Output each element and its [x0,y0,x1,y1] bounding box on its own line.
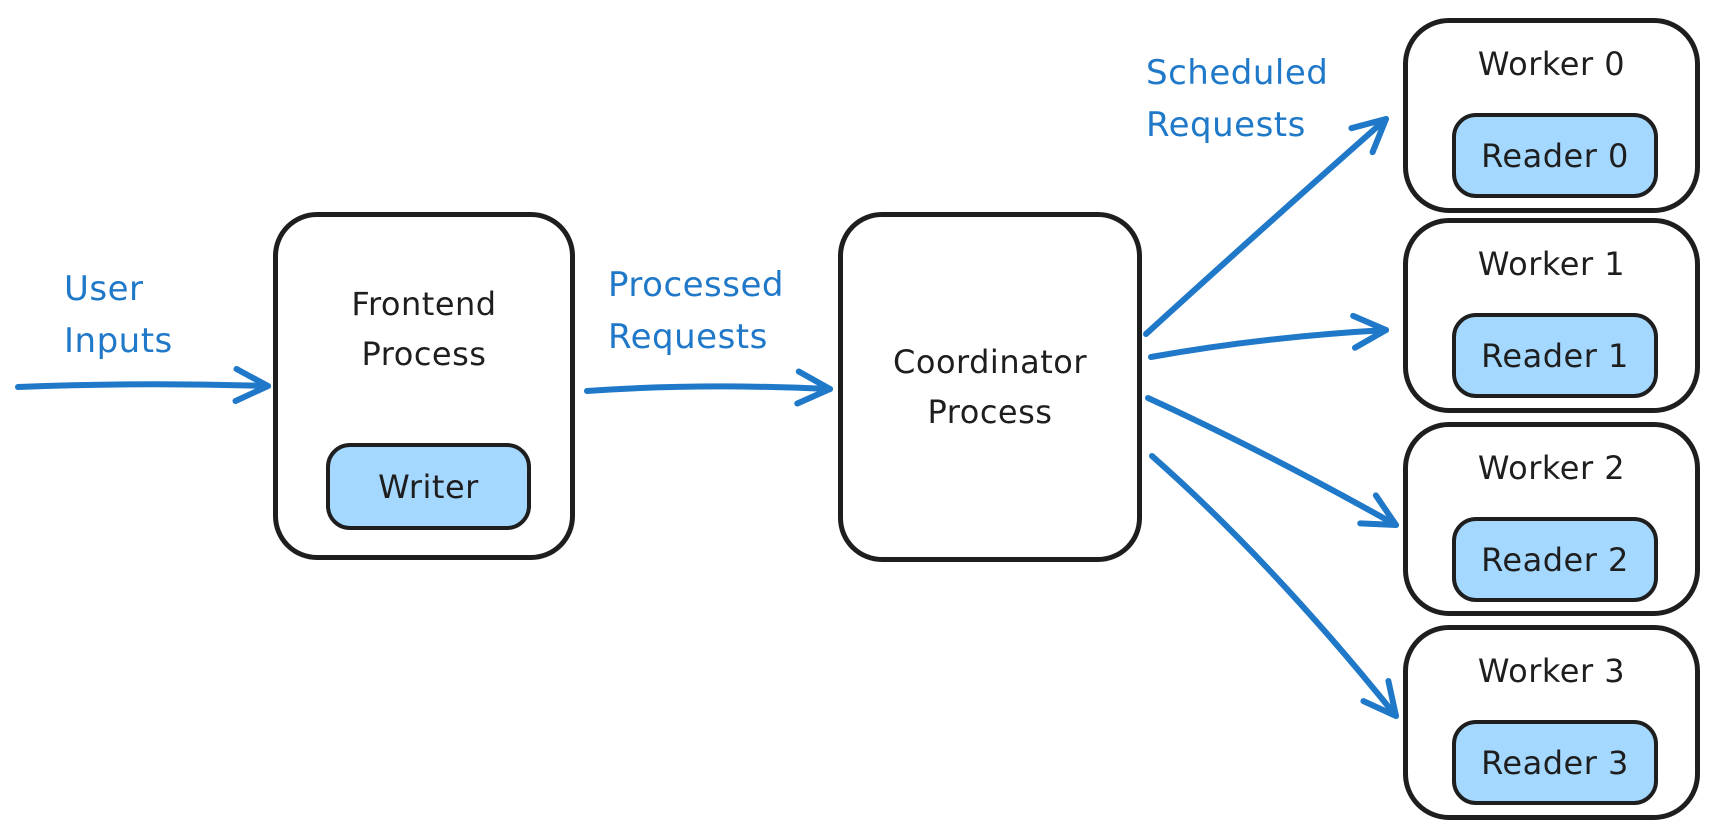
worker-0-node: Worker 0 Reader 0 [1403,18,1700,213]
reader-3-node: Reader 3 [1452,720,1658,805]
arrow-frontend-to-coordinator [584,368,833,407]
arrow-user-to-frontend [15,366,271,404]
worker-0-title: Worker 0 [1477,45,1626,83]
arrow-coordinator-to-worker-0 [1143,116,1389,337]
worker-2-node: Worker 2 Reader 2 [1403,422,1700,616]
frontend-process-title: Frontend Process [351,285,497,373]
scheduled-requests-label: Scheduled Requests [1146,53,1329,145]
coordinator-process-title: Coordinator Process [893,343,1087,431]
processed-requests-label: Processed Requests [608,265,784,357]
arrow-coordinator-to-worker-1 [1148,312,1389,360]
reader-0-node: Reader 0 [1452,113,1658,198]
worker-3-node: Worker 3 Reader 3 [1403,625,1700,820]
arrow-coordinator-to-worker-2 [1145,395,1399,528]
worker-2-title: Worker 2 [1477,449,1626,487]
reader-1-node: Reader 1 [1452,313,1658,398]
user-inputs-label: User Inputs [64,269,173,361]
worker-1-title: Worker 1 [1477,245,1626,283]
writer-node: Writer [326,443,531,530]
arrow-coordinator-to-worker-3 [1149,453,1399,719]
worker-1-node: Worker 1 Reader 1 [1403,218,1700,413]
coordinator-process-node: Coordinator Process [838,212,1142,562]
frontend-process-node: Frontend Process Writer [273,212,575,560]
reader-2-node: Reader 2 [1452,517,1658,602]
worker-3-title: Worker 3 [1477,652,1626,690]
